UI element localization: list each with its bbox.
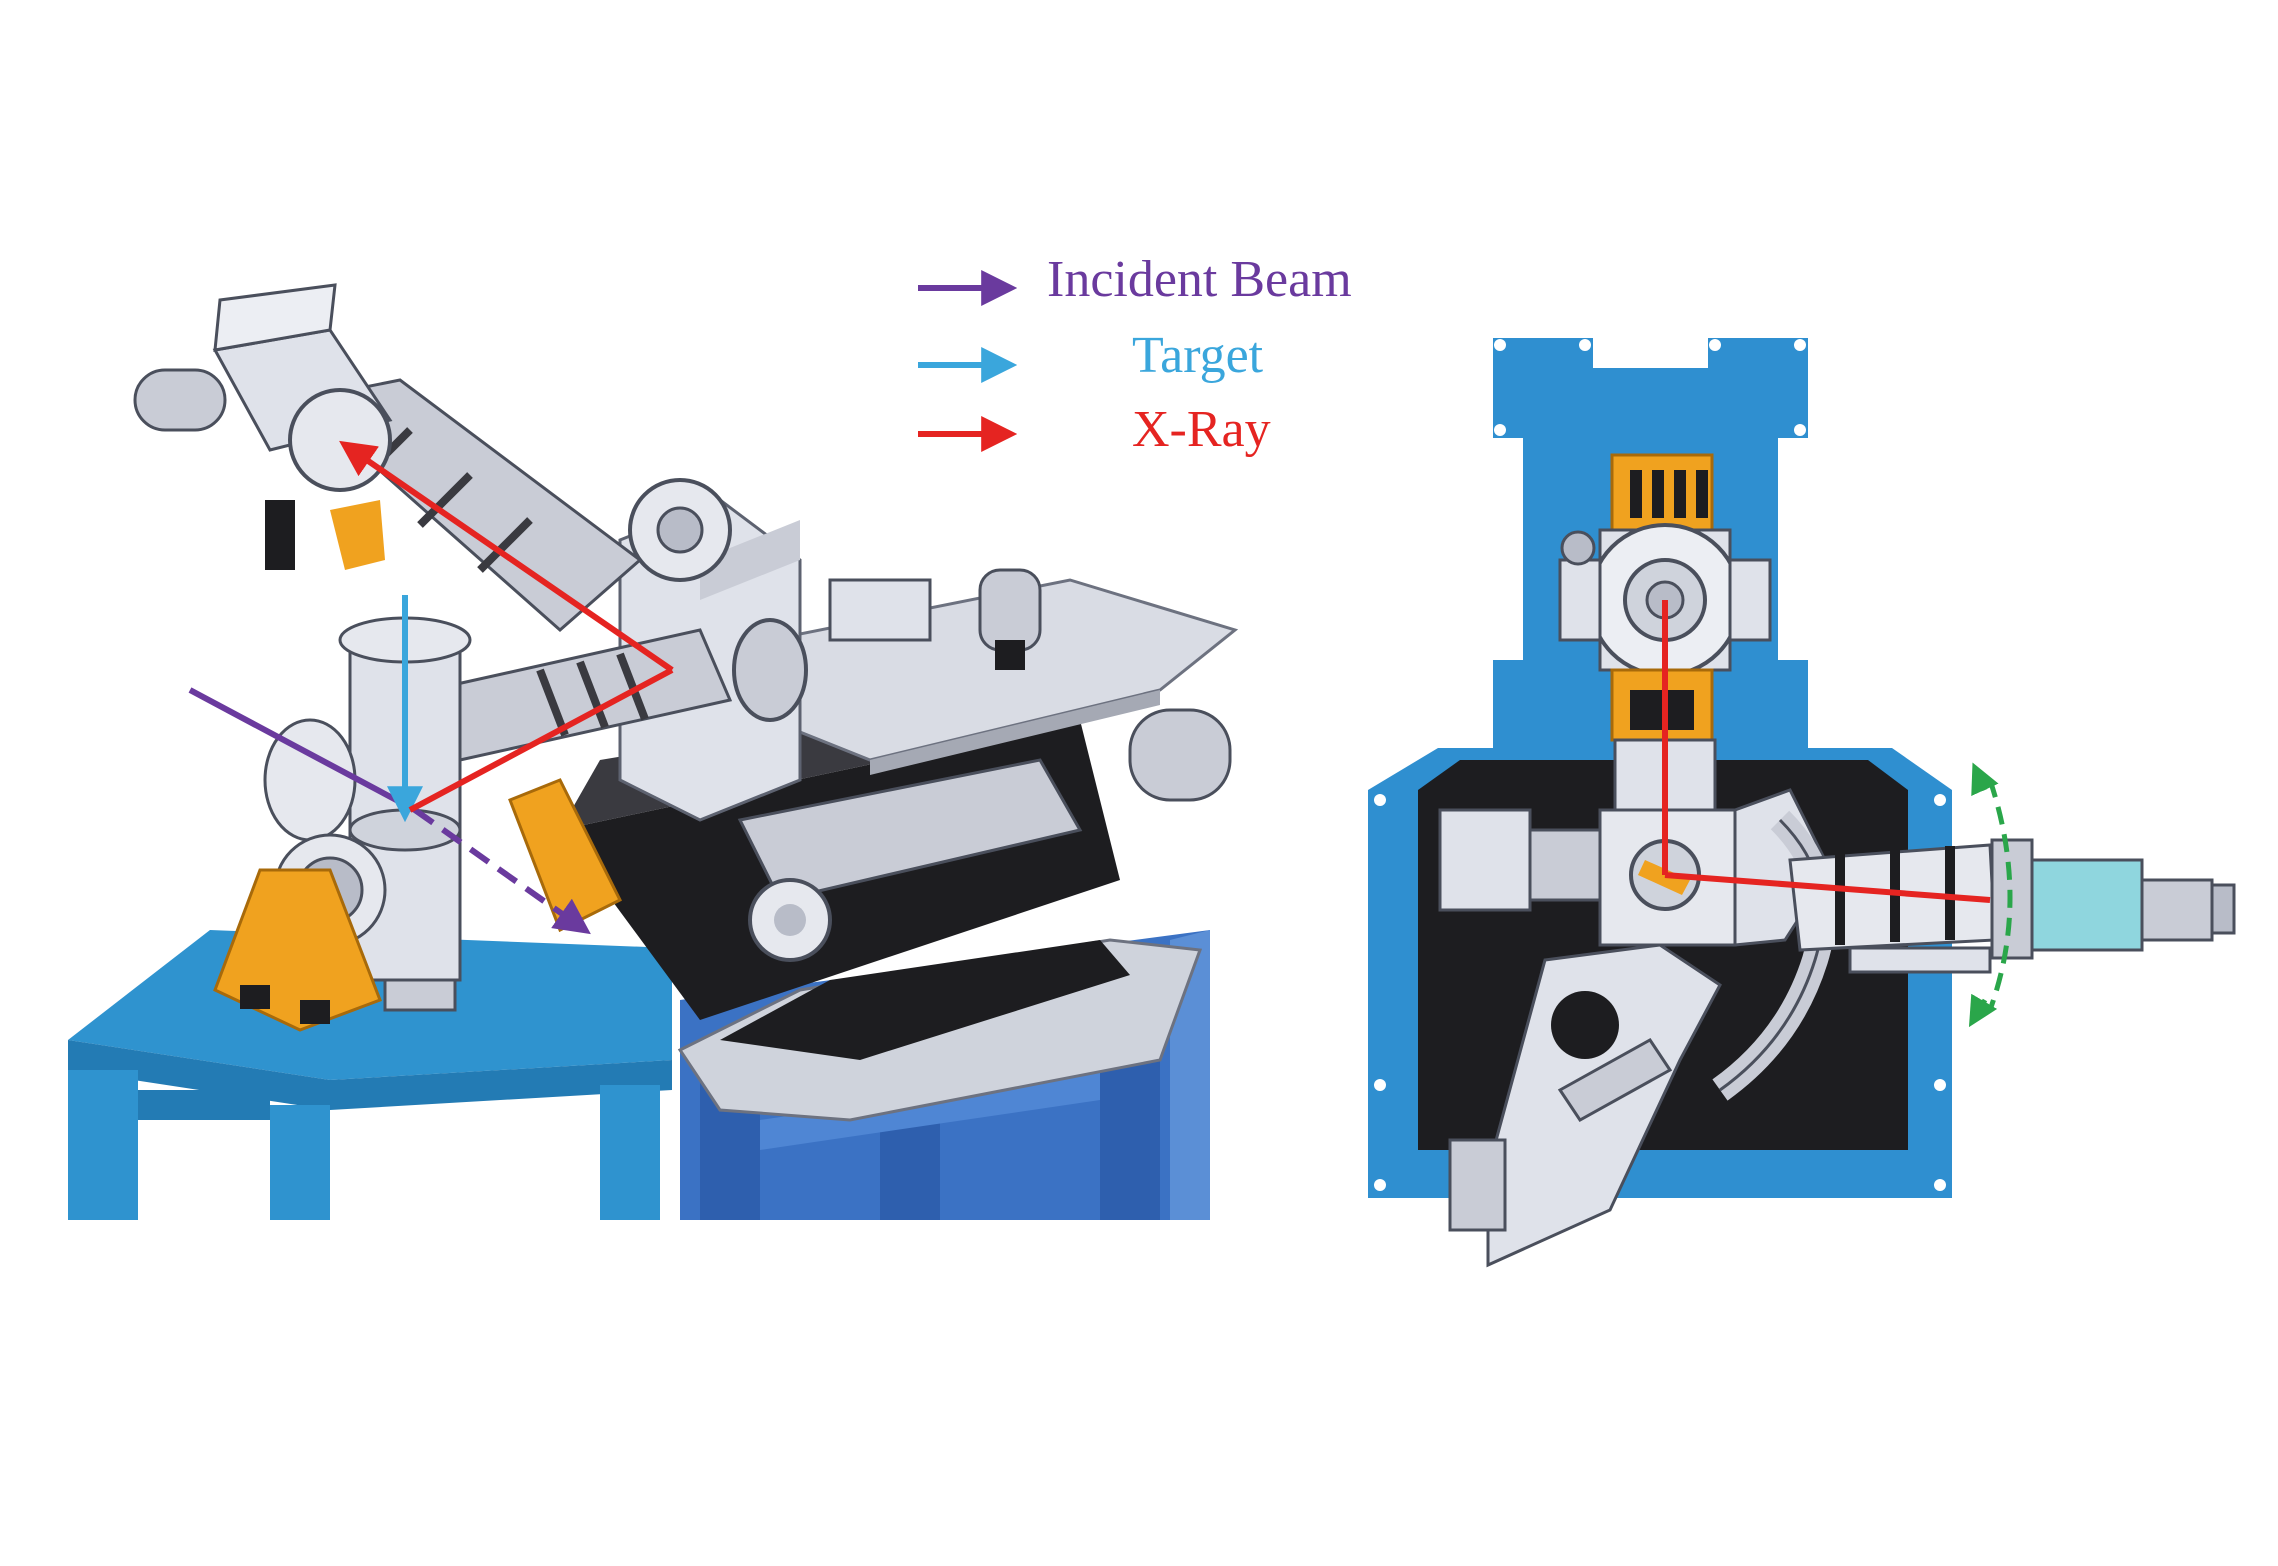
rotation-arc [1987, 779, 2013, 1011]
incident-beam-arrow-dashed [413, 807, 591, 935]
legend-item-xray: X-Ray [918, 401, 1271, 458]
rotation-indicator [1968, 762, 2013, 1028]
frame-bolts [1374, 339, 1946, 1191]
incident-beam-path [188, 687, 591, 935]
detector-arm [1788, 838, 2236, 974]
incident-beam-arrow-solid [188, 687, 417, 813]
x-ray-tube-lower [427, 628, 733, 762]
chamber-orange-flange-top [1610, 453, 1714, 532]
upper-motor [828, 568, 1042, 670]
legend: Incident Beam Target X-Ray [918, 251, 1352, 458]
target-legend-label: Target [1132, 327, 1264, 384]
orange-mount-left [213, 868, 382, 1032]
x-ray-path-right [1662, 600, 1991, 903]
isometric-apparatus-view [68, 283, 1239, 1220]
rotation-arrow-up [1971, 762, 1999, 797]
lower-swing-arm [1448, 943, 1722, 1268]
x-ray-path-left [339, 440, 674, 813]
top-view-apparatus [1368, 338, 2236, 1268]
legend-item-incident-beam: Incident Beam [918, 251, 1352, 308]
xray-legend-label: X-Ray [1132, 401, 1271, 458]
orange-mount-right [508, 778, 623, 933]
incident-beam-legend-label: Incident Beam [1047, 251, 1352, 308]
legend-item-target: Target [918, 327, 1264, 384]
x-ray-detector-arm [133, 283, 643, 632]
base-plate [677, 938, 1203, 1122]
right-linear-stage [737, 708, 1232, 962]
rotation-arrow-down [1968, 993, 1998, 1028]
x-ray-segment-2 [339, 440, 674, 673]
x-ray-horizontal-segment [1664, 872, 1991, 903]
x-ray-segment-1 [408, 667, 674, 813]
